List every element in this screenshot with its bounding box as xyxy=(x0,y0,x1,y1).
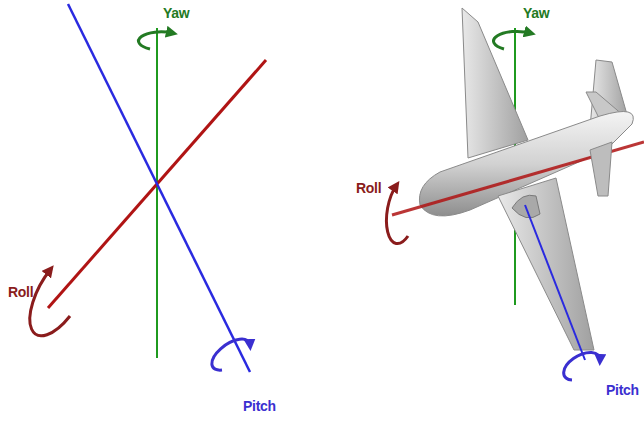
pitch-rotation-arrow xyxy=(564,352,600,380)
yaw-rotation-arrow xyxy=(139,32,172,49)
roll-rotation-arrow xyxy=(386,186,408,244)
pitch-rotation-arrow xyxy=(212,339,250,370)
axes-diagram xyxy=(30,4,266,372)
pitch-axis xyxy=(525,205,585,360)
pitch-axis xyxy=(68,4,250,372)
axis-label: Pitch xyxy=(606,382,639,398)
stabilizer xyxy=(590,142,612,196)
roll-rotation-arrow xyxy=(30,270,70,336)
axis-label: Pitch xyxy=(243,398,276,414)
axis-label: Yaw xyxy=(523,5,549,21)
airplane-diagram xyxy=(386,8,644,380)
axis-label: Yaw xyxy=(163,5,189,21)
yaw-axis xyxy=(156,28,158,358)
axis-label: Roll xyxy=(8,284,33,300)
axis-label: Roll xyxy=(356,180,381,196)
near-wing xyxy=(498,178,594,350)
yaw-rotation-arrow xyxy=(494,31,530,49)
